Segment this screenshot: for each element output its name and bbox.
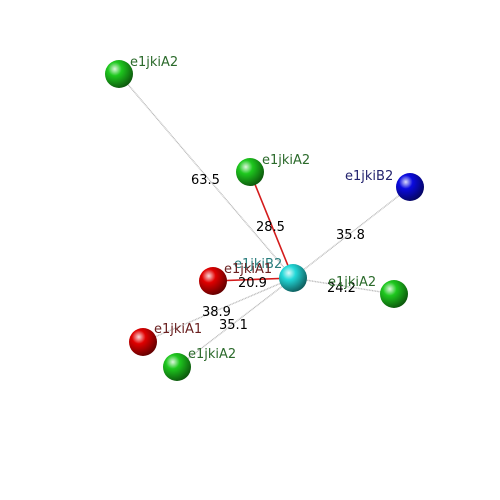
distance-label-r1: 20.9 <box>238 276 267 291</box>
atom-label-g4: e1jkiA2 <box>188 347 236 362</box>
bond-g4 <box>176 277 294 368</box>
atom-r1[interactable] <box>199 267 227 295</box>
bond-g2 <box>249 171 294 279</box>
distance-label-b1: 35.8 <box>336 228 365 243</box>
atom-r2[interactable] <box>129 328 157 356</box>
atom-b1[interactable] <box>396 173 424 201</box>
atom-label-center: e1jkiB2 <box>234 257 282 272</box>
distance-label-g4: 35.1 <box>219 318 248 333</box>
distance-label-g3: 24.2 <box>327 281 356 296</box>
atom-layer <box>105 60 424 381</box>
atom-label-r2: e1jkiA1 <box>154 322 202 337</box>
bond-g3 <box>292 277 395 295</box>
atom-g1[interactable] <box>105 60 133 88</box>
atom-g4[interactable] <box>163 353 191 381</box>
atom-center[interactable] <box>279 264 307 292</box>
atom-label-b1: e1jkiB2 <box>345 169 393 184</box>
atom-label-g2: e1jkiA2 <box>262 153 310 168</box>
distance-label-r2: 38.9 <box>202 305 231 320</box>
distance-label-g1: 63.5 <box>191 173 220 188</box>
atom-label-g3: e1jkiA2 <box>328 275 376 290</box>
bond-b1 <box>292 186 411 279</box>
distance-label-g2: 28.5 <box>256 220 285 235</box>
atom-g3[interactable] <box>380 280 408 308</box>
atom-g2[interactable] <box>236 158 264 186</box>
atom-label-r1: e1jkiA1 <box>224 262 272 277</box>
atom-label-g1: e1jkiA2 <box>130 55 178 70</box>
